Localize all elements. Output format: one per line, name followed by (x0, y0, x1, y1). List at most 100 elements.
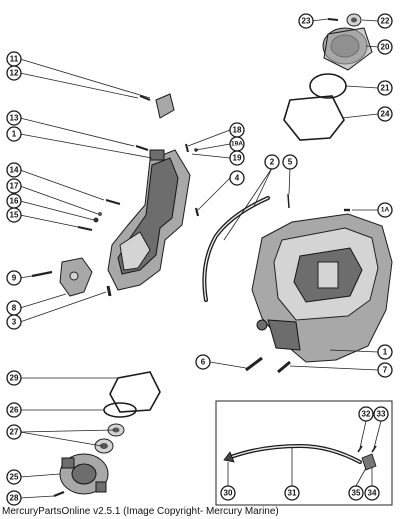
callout-30: 30 (220, 485, 236, 501)
lower-end-cap (59, 453, 109, 495)
callout-13: 13 (6, 110, 22, 126)
screw-28 (53, 490, 65, 498)
svg-text:1: 1 (12, 130, 17, 139)
svg-text:19A: 19A (231, 141, 243, 148)
callout-19a: 19A (229, 136, 245, 152)
callout-1a: 1A (377, 202, 393, 218)
fitting-30 (223, 451, 235, 463)
crankcase-cover-half (107, 93, 191, 291)
svg-text:7: 7 (383, 366, 388, 375)
mounting-bracket (59, 257, 93, 297)
svg-text:32: 32 (362, 410, 371, 419)
callout-16: 16 (6, 193, 22, 209)
callout-17: 17 (6, 178, 22, 194)
svg-text:15: 15 (10, 211, 19, 220)
sealing-strip (202, 196, 270, 302)
o-ring-21 (309, 73, 347, 99)
callout-12: 12 (6, 65, 22, 81)
screw-23 (327, 18, 339, 21)
svg-text:19: 19 (233, 154, 242, 163)
callout-29: 29 (6, 370, 22, 386)
callout-1-right: 1 (377, 344, 393, 360)
svg-text:28: 28 (10, 494, 19, 503)
callout-33: 33 (373, 406, 389, 422)
svg-text:16: 16 (10, 197, 19, 206)
stud-6 (245, 356, 263, 372)
clip-33 (371, 445, 377, 453)
callout-21: 21 (377, 80, 393, 96)
svg-text:9: 9 (12, 274, 17, 283)
callout-11: 11 (6, 51, 22, 67)
oil-seal-22 (346, 13, 362, 27)
callout-1-left: 1 (6, 126, 22, 142)
copyright-caption: MercuryPartsOnline v2.5.1 (Image Copyrig… (2, 506, 279, 517)
svg-text:1A: 1A (381, 207, 390, 214)
svg-text:13: 13 (10, 114, 19, 123)
svg-text:11: 11 (10, 55, 19, 64)
svg-text:12: 12 (10, 69, 19, 78)
svg-text:5: 5 (288, 158, 293, 167)
svg-text:22: 22 (381, 17, 390, 26)
oil-seals-27 (94, 423, 125, 454)
check-valve (361, 453, 377, 471)
svg-text:29: 29 (10, 374, 19, 383)
svg-text:33: 33 (377, 410, 386, 419)
callout-20: 20 (377, 39, 393, 55)
callout-5: 5 (282, 154, 298, 170)
svg-text:23: 23 (302, 17, 311, 26)
callout-35: 35 (348, 485, 364, 501)
svg-text:35: 35 (352, 489, 361, 498)
clip-32 (357, 445, 363, 453)
callout-7: 7 (377, 362, 393, 378)
callout-24: 24 (377, 106, 393, 122)
svg-text:25: 25 (10, 473, 19, 482)
svg-text:26: 26 (10, 406, 19, 415)
upper-end-cap (322, 27, 373, 71)
svg-text:2: 2 (270, 158, 275, 167)
callout-9: 9 (6, 270, 22, 286)
gasket-29 (109, 371, 161, 413)
gasket-24 (283, 95, 345, 141)
callout-4: 4 (229, 170, 245, 186)
bleed-hose (226, 443, 362, 464)
callout-3: 3 (6, 314, 22, 330)
svg-text:3: 3 (12, 318, 17, 327)
svg-text:14: 14 (10, 166, 19, 175)
callout-23: 23 (298, 13, 314, 29)
o-ring-26 (103, 402, 137, 418)
callout-22: 22 (377, 13, 393, 29)
svg-text:34: 34 (368, 489, 377, 498)
callout-19: 19 (229, 150, 245, 166)
svg-text:4: 4 (235, 174, 240, 183)
callout-34: 34 (364, 485, 380, 501)
callout-14: 14 (6, 162, 22, 178)
callout-25: 25 (6, 469, 22, 485)
callout-6: 6 (195, 354, 211, 370)
svg-text:1: 1 (383, 348, 388, 357)
callout-15: 15 (6, 207, 22, 223)
svg-text:20: 20 (381, 43, 390, 52)
hose-kit-box (215, 400, 393, 506)
leader-lines (19, 18, 382, 499)
svg-text:30: 30 (224, 489, 233, 498)
callout-28: 28 (6, 490, 22, 506)
callout-32: 32 (358, 406, 374, 422)
callout-26: 26 (6, 402, 22, 418)
callout-2: 2 (264, 154, 280, 170)
svg-text:27: 27 (10, 428, 19, 437)
svg-text:21: 21 (381, 84, 390, 93)
cylinder-block (251, 213, 393, 363)
svg-text:24: 24 (381, 110, 390, 119)
callout-27: 27 (6, 424, 22, 440)
callout-8: 8 (6, 300, 22, 316)
stud-7 (277, 360, 291, 374)
svg-text:8: 8 (12, 304, 17, 313)
svg-text:17: 17 (10, 182, 19, 191)
callout-18: 18 (229, 122, 245, 138)
seal-pin (287, 193, 290, 209)
callout-31: 31 (284, 485, 300, 501)
svg-text:31: 31 (288, 489, 297, 498)
bolts-left (31, 95, 200, 297)
svg-text:6: 6 (201, 358, 206, 367)
